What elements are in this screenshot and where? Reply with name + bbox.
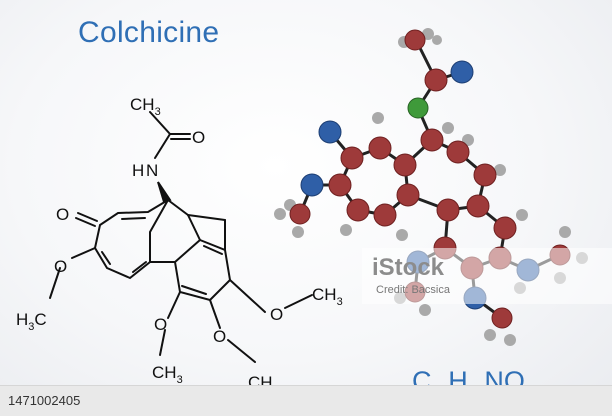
stock-id-bar: 1471002405	[0, 385, 612, 416]
watermark-band: iStock Credit: Bacsica	[362, 248, 612, 304]
amide-nitrogen-label: N	[146, 161, 158, 180]
watermark-credit: Credit: Bacsica	[376, 284, 450, 296]
methoxy-methyl-label-4: CH3	[312, 285, 343, 308]
methoxy-oxygen-label-3: O	[213, 327, 226, 346]
methoxy-methyl-label: H3C	[16, 310, 47, 333]
methoxy-oxygen-label-4: O	[270, 305, 283, 324]
carbonyl-oxygen-label: O	[192, 128, 205, 147]
amide-hydrogen-label: H	[132, 161, 144, 180]
watermark-logo: iStock	[372, 254, 445, 281]
page-title: Colchicine	[78, 16, 220, 49]
ketone-oxygen-label: O	[56, 205, 69, 224]
acetyl-methyl-label: CH3	[130, 95, 161, 118]
methoxy-oxygen-label-1: O	[54, 257, 67, 276]
methoxy-oxygen-label-2: O	[154, 315, 167, 334]
stock-id: 1471002405	[8, 393, 81, 408]
methoxy-methyl-label-2: CH3	[152, 363, 183, 386]
